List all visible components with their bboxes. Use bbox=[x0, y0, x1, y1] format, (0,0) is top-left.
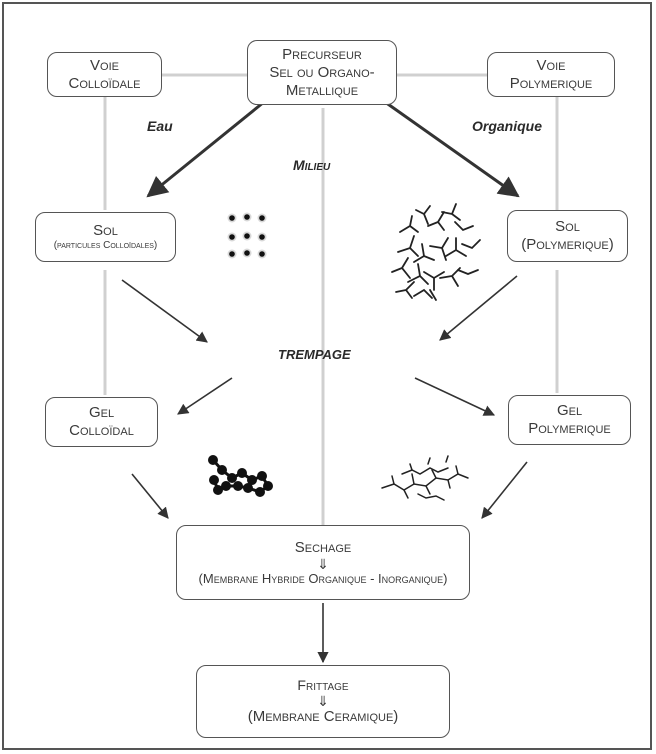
gel-polymerique-box: Gel Polymerique bbox=[508, 395, 631, 445]
sol-colloidal-title: Sol bbox=[93, 222, 118, 239]
arrow-precursor-to-sol-polymerique bbox=[384, 100, 520, 198]
sol-polymerique-box: Sol (Polymerique) bbox=[507, 210, 628, 262]
organique-label: Organique bbox=[472, 118, 543, 134]
polymeric-sol-illustration bbox=[391, 203, 481, 301]
guide-lines bbox=[103, 73, 559, 525]
frittage-subtitle: (Membrane Ceramique) bbox=[247, 707, 399, 725]
sechage-title: Sechage bbox=[294, 538, 352, 556]
frittage-box: Frittage ⇓ (Membrane Ceramique) bbox=[196, 665, 450, 738]
voie-colloidale-box: Voie Colloïdale bbox=[47, 52, 162, 97]
sol-polymerique-subtitle: (Polymerique) bbox=[521, 236, 614, 253]
colloidal-gel-illustration bbox=[208, 455, 273, 497]
arrow-trempage-to-gel-colloidal bbox=[177, 377, 233, 415]
voie-polymerique-line-2: Polymerique bbox=[509, 74, 593, 92]
gel-polymerique-line-1: Gel bbox=[556, 402, 583, 419]
sechage-box: Sechage ⇓ (Membrane Hybride Organique - … bbox=[176, 525, 470, 600]
voie-colloidale-line-1: Voie bbox=[90, 56, 119, 74]
frittage-title: Frittage bbox=[297, 677, 349, 694]
arrow-gel-colloidal-to-sechage bbox=[131, 473, 169, 519]
gel-polymerique-line-2: Polymerique bbox=[528, 420, 611, 437]
polymeric-gel-illustration bbox=[381, 455, 469, 501]
frittage-down-arrow-icon: ⇓ bbox=[317, 692, 329, 709]
milieu-label: Milieu bbox=[293, 157, 331, 173]
voie-colloidale-line-2: Colloïdale bbox=[68, 74, 141, 92]
voie-polymerique-box: Voie Polymerique bbox=[487, 52, 615, 97]
trempage-label: Trempage bbox=[278, 347, 351, 362]
sechage-down-arrow-icon: ⇓ bbox=[317, 555, 329, 572]
gel-colloidal-box: Gel Colloïdal bbox=[45, 397, 158, 447]
arrows bbox=[121, 100, 528, 664]
colloidal-particles-illustration bbox=[227, 212, 267, 259]
gel-colloidal-line-2: Colloïdal bbox=[69, 422, 134, 439]
arrow-gel-polymerique-to-sechage bbox=[481, 461, 528, 519]
arrow-sol-colloidal-to-trempage bbox=[121, 279, 208, 343]
precursor-line-1: Precurseur bbox=[282, 45, 362, 63]
precursor-line-3: Metallique bbox=[285, 81, 359, 99]
eau-label: Eau bbox=[147, 118, 173, 134]
sol-colloidal-subtitle: (particules Colloïdales) bbox=[53, 240, 158, 251]
sol-colloidal-box: Sol (particules Colloïdales) bbox=[35, 212, 176, 262]
arrow-precursor-to-sol-colloidal bbox=[146, 100, 265, 198]
precursor-line-2: Sel ou Organo- bbox=[269, 63, 375, 81]
voie-polymerique-line-1: Voie bbox=[536, 56, 566, 74]
sol-polymerique-title: Sol bbox=[555, 218, 580, 235]
gel-colloidal-line-1: Gel bbox=[88, 404, 115, 421]
sechage-subtitle: (Membrane Hybride Organique - Inorganiqu… bbox=[198, 570, 448, 586]
arrow-sol-polymerique-to-trempage bbox=[439, 275, 518, 341]
arrow-trempage-to-gel-polymerique bbox=[414, 377, 496, 416]
precursor-box: Precurseur Sel ou Organo- Metallique bbox=[247, 40, 397, 105]
